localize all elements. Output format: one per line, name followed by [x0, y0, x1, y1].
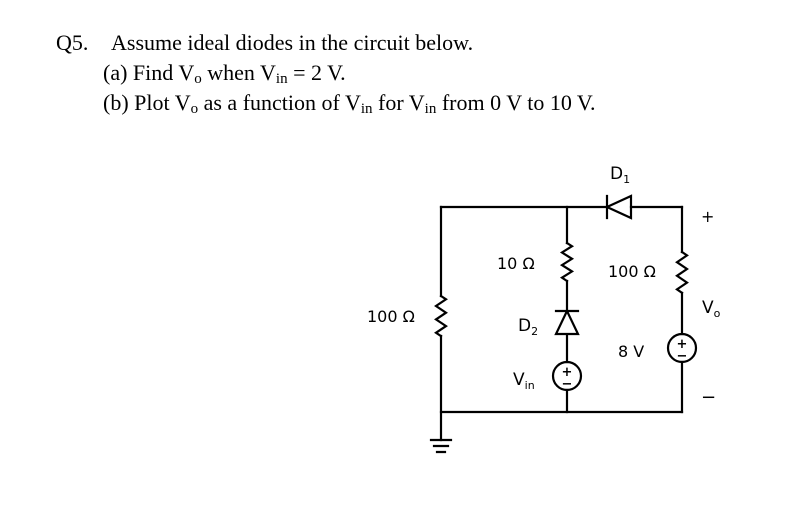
resistor-left — [434, 294, 448, 338]
part-a-vo-sub: o — [194, 71, 202, 87]
label-r-mid: 10 Ω — [497, 254, 535, 273]
vin-plus: + — [562, 365, 573, 380]
part-a-vin-sub: in — [275, 71, 288, 87]
part-b-vo-sub: o — [190, 101, 199, 117]
vo-plus: + — [701, 207, 714, 226]
label-vo: Vo — [702, 298, 721, 320]
vin-minus: − — [562, 377, 573, 392]
part-b-vin-sub: in — [360, 101, 373, 117]
label-8v: 8 V — [618, 342, 644, 361]
label-d1: D1 — [610, 164, 630, 186]
label-d2: D2 — [518, 316, 538, 338]
part-b-suffix: for V — [372, 90, 425, 115]
part-b-text: (b) Plot Vo as a function of Vin for Vin… — [103, 90, 595, 118]
vo-minus: − — [701, 387, 716, 408]
diode-d1 — [604, 194, 633, 220]
diode-d2 — [554, 308, 580, 336]
label-d2-sub: 2 — [531, 325, 538, 338]
resistor-right — [675, 250, 689, 295]
part-a-suffix: = 2 V. — [287, 60, 346, 85]
question-number: Q5. — [56, 30, 89, 55]
vin-source — [551, 360, 583, 392]
part-b-prefix: (b) Plot V — [103, 90, 191, 115]
part-b-mid: as a function of V — [198, 90, 361, 115]
question-statement: Assume ideal diodes in the circuit below… — [111, 30, 474, 55]
part-a-prefix: (a) Find V — [103, 60, 195, 85]
label-d2-main: D — [518, 316, 531, 336]
label-r-right: 100 Ω — [608, 262, 656, 281]
v8-minus: − — [677, 349, 688, 364]
part-a-text: (a) Find Vo when Vin = 2 V. — [103, 60, 346, 88]
v8-plus: + — [677, 337, 688, 352]
label-r-left: 100 Ω — [367, 307, 415, 326]
ground-symbol — [429, 438, 453, 454]
label-vo-main: V — [702, 298, 714, 318]
part-b-vin-sub2: in — [424, 101, 437, 117]
part-a-mid: when V — [201, 60, 276, 85]
label-vo-sub: o — [714, 307, 721, 320]
label-vin: Vin — [513, 370, 535, 392]
label-d1-sub: 1 — [623, 173, 630, 186]
resistor-mid — [559, 241, 575, 283]
label-d1-main: D — [610, 164, 623, 184]
source-8v — [666, 332, 698, 364]
label-vin-sub: in — [525, 379, 535, 392]
label-vin-main: V — [513, 370, 525, 390]
part-b-suffix2: from 0 V to 10 V. — [436, 90, 596, 115]
